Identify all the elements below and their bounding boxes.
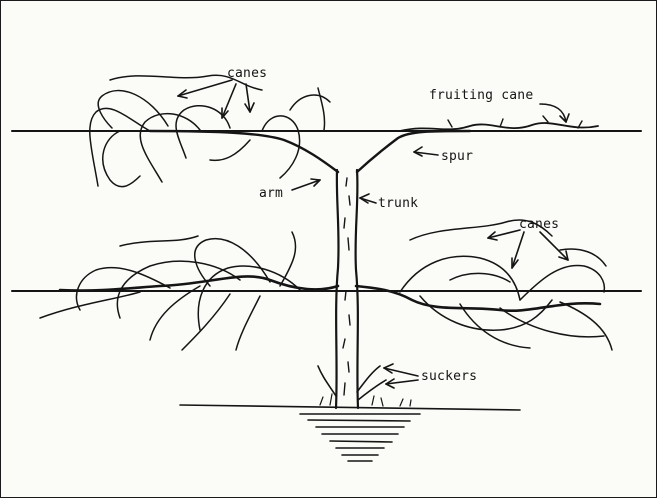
- lower-canes-right: [400, 220, 612, 350]
- label-suckers: suckers: [421, 369, 477, 384]
- arrows: [178, 80, 569, 388]
- label-arm: arm: [259, 186, 283, 201]
- suckers: [318, 366, 386, 400]
- label-fruiting-cane: fruiting cane: [429, 88, 533, 103]
- label-trunk: trunk: [378, 196, 418, 211]
- label-canes-lower: canes: [519, 217, 559, 232]
- label-canes-top: canes: [227, 66, 267, 81]
- upper-arms: [150, 131, 470, 172]
- trunk: [336, 170, 358, 408]
- ground: [180, 394, 520, 461]
- fruiting-cane: [400, 116, 598, 131]
- label-spur: spur: [441, 149, 473, 164]
